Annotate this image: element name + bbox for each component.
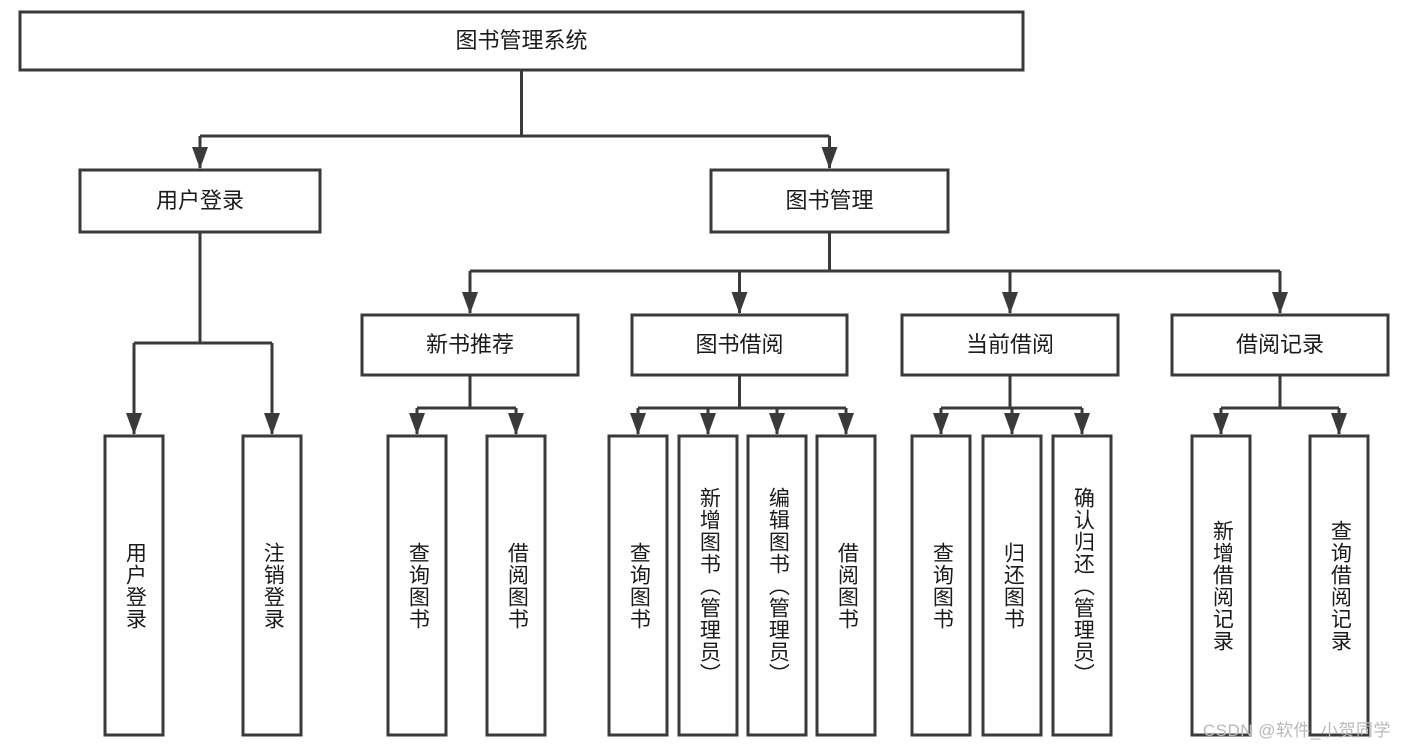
root-node-label: 图书管理系统 xyxy=(455,28,587,53)
arrow-head-icon xyxy=(126,413,142,435)
level2-node-label-1: 图书管理 xyxy=(785,188,873,213)
leaf-node-box[interactable] xyxy=(910,434,972,737)
arrow-head-icon xyxy=(508,413,524,435)
arrow-head-icon xyxy=(192,147,208,169)
leaf-node-box[interactable] xyxy=(103,434,165,737)
arrow-head-icon xyxy=(1331,413,1347,435)
connector-layer xyxy=(126,70,1347,435)
arrow-head-icon xyxy=(1213,413,1229,435)
level3-node-label-1: 图书借阅 xyxy=(695,332,783,357)
level3-node-2[interactable]: 当前借阅 xyxy=(900,313,1120,377)
leaf-node-box[interactable] xyxy=(815,434,877,737)
level2-node-label-0: 用户登录 xyxy=(156,188,244,213)
arrow-head-icon xyxy=(409,413,425,435)
arrow-head-icon xyxy=(1002,292,1018,314)
arrow-head-icon xyxy=(1272,292,1288,314)
leaf-node-box[interactable] xyxy=(746,434,808,737)
leaf-node-box[interactable] xyxy=(677,434,739,737)
level3-node-3[interactable]: 借阅记录 xyxy=(1170,313,1390,377)
arrow-head-icon xyxy=(1074,413,1090,435)
arrow-head-icon xyxy=(933,413,949,435)
arrow-head-icon xyxy=(1004,413,1020,435)
arrow-head-icon xyxy=(462,292,478,314)
level2-node-1[interactable]: 图书管理 xyxy=(709,168,950,234)
arrow-head-icon xyxy=(769,413,785,435)
root-node-system[interactable]: 图书管理系统 xyxy=(18,10,1025,72)
leaf-node-box[interactable] xyxy=(485,434,547,737)
arrow-head-icon xyxy=(821,147,838,169)
arrow-head-icon xyxy=(630,413,646,435)
arrow-head-icon xyxy=(264,413,280,435)
leaf-node-box[interactable] xyxy=(607,434,669,737)
arrow-head-icon xyxy=(700,413,716,435)
arrow-head-icon xyxy=(731,292,748,314)
leaf-node-box[interactable] xyxy=(1051,434,1113,737)
leaf-node-box[interactable] xyxy=(241,434,303,737)
level3-node-label-0: 新书推荐 xyxy=(426,332,514,357)
leaf-node-box[interactable] xyxy=(1308,434,1370,737)
level3-node-0[interactable]: 新书推荐 xyxy=(360,313,580,377)
csdn-watermark: CSDN @软件_小贺同学 xyxy=(1202,721,1391,740)
level3-node-1[interactable]: 图书借阅 xyxy=(630,313,849,377)
leaf-node-box[interactable] xyxy=(386,434,448,737)
level3-node-label-2: 当前借阅 xyxy=(966,332,1054,357)
level2-node-0[interactable]: 用户登录 xyxy=(78,168,322,234)
leaf-node-box[interactable] xyxy=(1190,434,1252,737)
level3-node-label-3: 借阅记录 xyxy=(1236,332,1324,357)
leaf-node-box[interactable] xyxy=(981,434,1043,737)
arrow-head-icon xyxy=(838,413,854,435)
